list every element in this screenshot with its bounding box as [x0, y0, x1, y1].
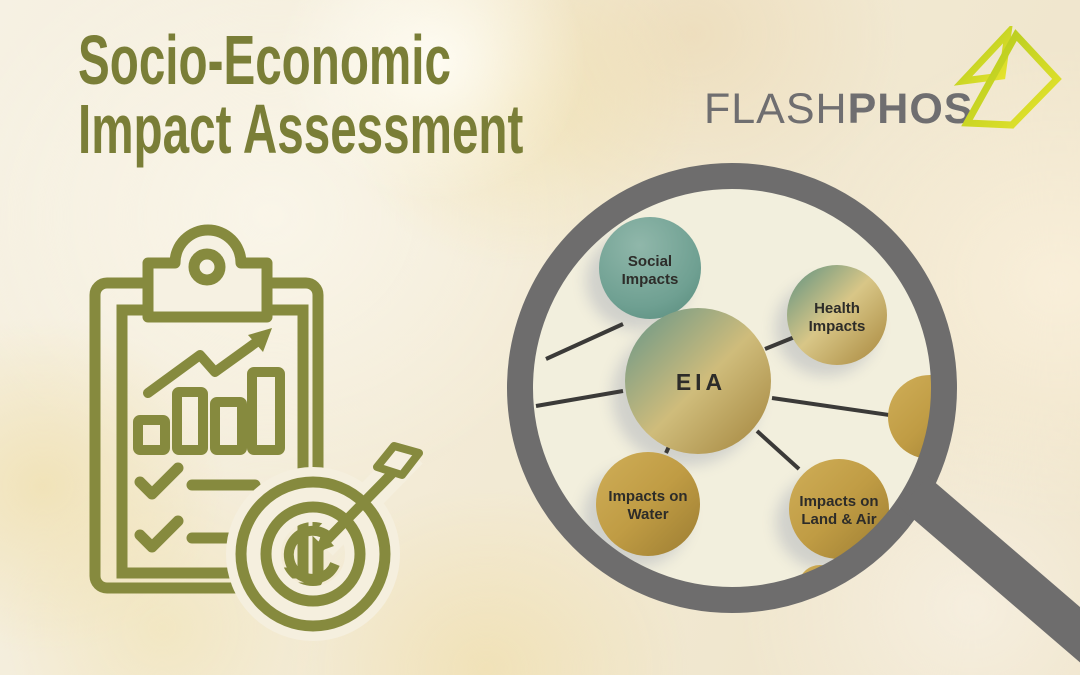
- checklist-glyph: [134, 462, 261, 553]
- label-social-line2: Impacts: [622, 271, 679, 288]
- trend-arrow-glyph: [143, 328, 272, 398]
- clipboard-report-icon: [89, 224, 423, 641]
- label-social-line1: Social: [628, 253, 672, 270]
- label-health-line2: Impacts: [809, 318, 866, 335]
- node-social-impacts: [599, 217, 701, 319]
- label-landair-line2: Land & Air: [801, 511, 876, 528]
- logo-large-triangle: [961, 29, 1062, 129]
- flashphos-logo-icon: [953, 26, 1062, 129]
- node-impacts-water: [596, 452, 700, 556]
- page-title-line2: Impact Assessment: [78, 90, 524, 168]
- label-water-line2: Water: [627, 506, 668, 523]
- node-health-impacts: [787, 265, 887, 365]
- bar-chart-glyph: [133, 367, 285, 455]
- flashphos-logo-bold-text: PHOS: [847, 85, 974, 133]
- label-health-line1: Health: [814, 300, 860, 317]
- magnifier-icon: Social Impacts Health Impacts Impacts on…: [507, 163, 1080, 663]
- magnifier-rim: [507, 163, 957, 613]
- node-impacts-land-air: [789, 459, 889, 559]
- clipboard-clip: [142, 224, 273, 323]
- label-landair-line1: Impacts on: [799, 493, 878, 510]
- label-eia: EIA: [676, 369, 726, 395]
- page-title-line1: Socio-Economic: [78, 21, 451, 99]
- target-arrow-icon: [226, 442, 423, 641]
- node-eia-center: [625, 308, 771, 454]
- flashphos-logo-light-text: FLASH: [704, 85, 848, 133]
- flashphos-logo: FLASHPHOS: [704, 88, 973, 131]
- magnifier-handle: [900, 476, 1080, 663]
- page-title: Socio-Economic Impact Assessment: [78, 21, 524, 168]
- label-water-line1: Impacts on: [608, 488, 687, 505]
